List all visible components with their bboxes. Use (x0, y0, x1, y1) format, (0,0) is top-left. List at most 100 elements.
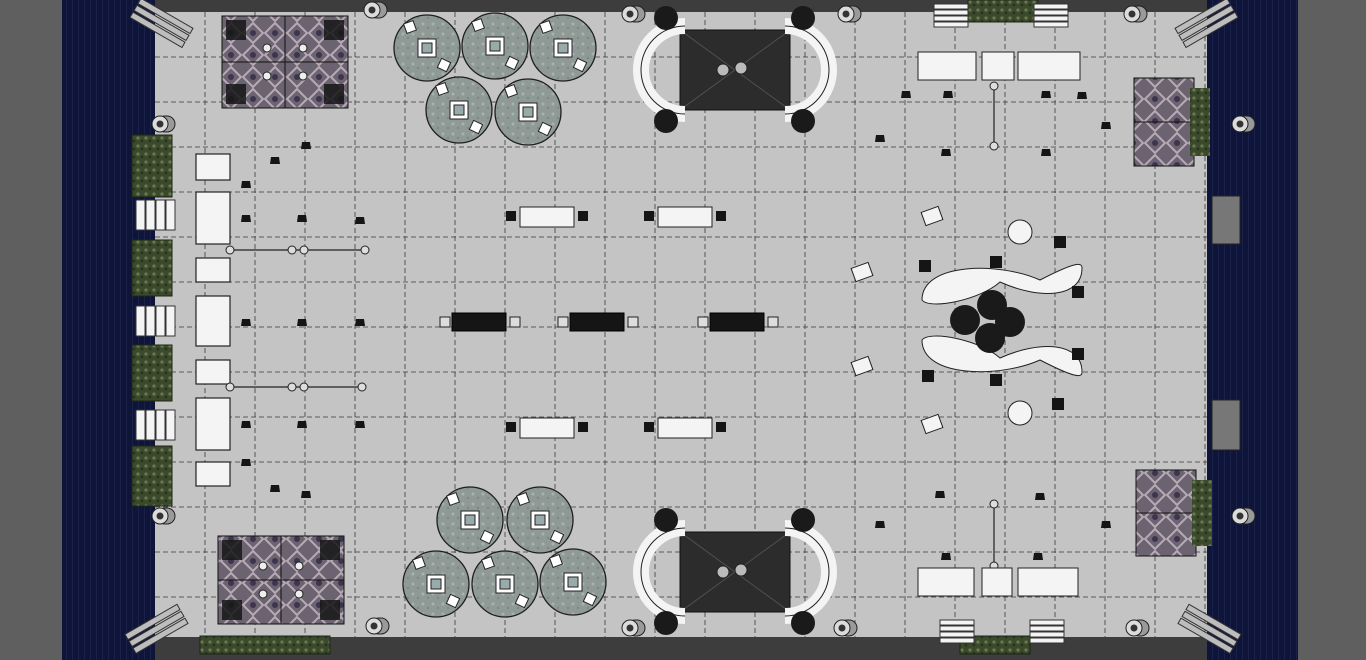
chair (479, 529, 495, 545)
stool (697, 316, 709, 328)
tabletop (519, 417, 575, 439)
outer-margin-left (0, 0, 62, 660)
speaker-icon (1231, 507, 1256, 525)
accent-chair (1054, 236, 1066, 248)
crate-slat (1033, 15, 1069, 22)
counter (1017, 567, 1079, 597)
ottoman-cluster (221, 15, 349, 109)
truss-segment (1177, 617, 1234, 655)
stool (270, 485, 280, 492)
bar-block (195, 295, 231, 347)
stool (941, 553, 951, 560)
coffee-table (716, 63, 730, 77)
stool (297, 215, 307, 222)
lounge-chair (226, 84, 246, 104)
speaker-cone (842, 10, 850, 18)
stool (943, 91, 953, 98)
centerpiece (430, 578, 442, 590)
stanchion-post (287, 245, 297, 255)
chair (468, 119, 484, 135)
crate-slat (1033, 21, 1069, 28)
side-chair (850, 261, 874, 283)
crate-stack (1029, 619, 1065, 644)
side-chair (850, 355, 874, 377)
crate-slat (155, 305, 166, 337)
bar-table (697, 312, 779, 332)
chair (445, 491, 461, 507)
stool (297, 421, 307, 428)
lounge-set (633, 6, 837, 133)
lighting-truss-icon (1174, 0, 1239, 49)
chair (572, 57, 588, 73)
crate-stack (933, 3, 969, 28)
equipment-rack (1211, 195, 1241, 245)
lounge-chair (324, 84, 344, 104)
stool (1041, 91, 1051, 98)
display-crates (135, 3, 1069, 644)
speaker-cone (838, 624, 846, 632)
stool (644, 422, 654, 432)
side-table (258, 589, 268, 599)
coffee-table (716, 565, 730, 579)
speaker-icon (621, 619, 646, 637)
round-table (425, 76, 493, 144)
stool (355, 421, 365, 428)
stool (270, 157, 280, 164)
crate-slat (165, 305, 176, 337)
chair (436, 57, 452, 73)
crate-slat (165, 199, 176, 231)
planter-icon (654, 611, 678, 635)
stool (509, 316, 521, 328)
chair (515, 491, 531, 507)
stool (578, 211, 588, 221)
tabletop (709, 312, 765, 332)
speaker-cone (156, 120, 164, 128)
tabletop (519, 206, 575, 228)
counter (981, 51, 1015, 81)
chair (582, 591, 598, 607)
stool (355, 217, 365, 224)
truss-segment (133, 4, 190, 42)
planter-icon (1192, 480, 1212, 546)
centerpiece (421, 42, 433, 54)
stool (941, 149, 951, 156)
tabletop (451, 312, 507, 332)
truss-segment (1178, 4, 1235, 42)
side-table (294, 561, 304, 571)
speaker-cone (1128, 10, 1136, 18)
side-chair (920, 413, 944, 435)
stool (716, 211, 726, 221)
greenery-panel (967, 0, 1039, 23)
chair (538, 19, 554, 35)
stool (355, 319, 365, 326)
chair (503, 83, 519, 99)
stool (627, 316, 639, 328)
crate-slat (145, 305, 156, 337)
round-table (506, 486, 574, 554)
speaker-icon (363, 1, 388, 19)
crate-slat (135, 409, 146, 441)
side-chair (920, 205, 944, 227)
crate-slat (933, 9, 969, 16)
counter (1017, 51, 1081, 81)
serpentine-sofas (850, 205, 1084, 435)
round-table (461, 12, 529, 80)
bar-block (195, 359, 231, 385)
crate-stack (135, 409, 176, 441)
equipment-rack (1211, 399, 1241, 451)
stool (241, 215, 251, 222)
planter-icon (654, 109, 678, 133)
crate-stack (135, 199, 176, 231)
stool (506, 422, 516, 432)
centerpiece (522, 106, 534, 118)
side-table (258, 561, 268, 571)
lighting-truss-icon (124, 603, 189, 655)
truss-segment (128, 610, 185, 648)
ottoman-pair (1133, 77, 1210, 167)
centerpiece (567, 576, 579, 588)
speaker-cone (370, 622, 378, 630)
crate-slat (1033, 3, 1069, 10)
stanchion-post (360, 245, 370, 255)
chair (549, 529, 565, 545)
chair (470, 17, 486, 33)
